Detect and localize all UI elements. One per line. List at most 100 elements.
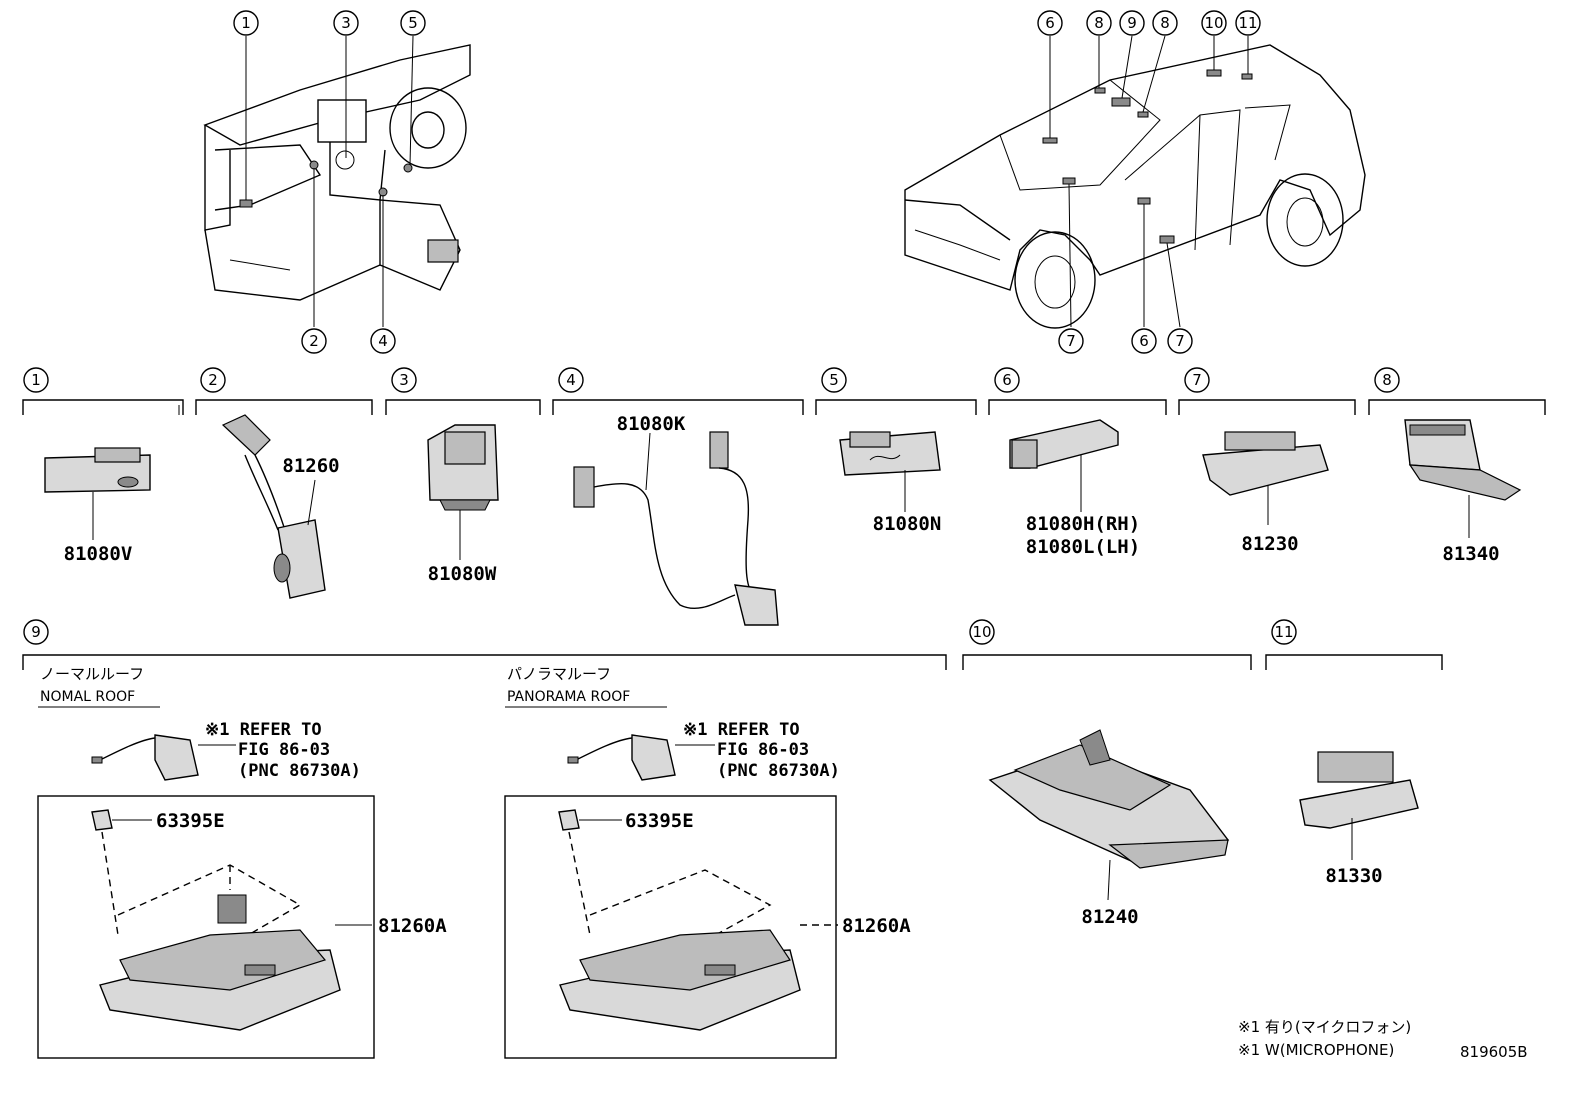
svg-text:3: 3 — [399, 371, 409, 389]
microphone-panorama-roof — [567, 734, 715, 781]
panorama-roof-label-jp: パノラマルーフ — [507, 665, 611, 683]
callout-10-top: 10 — [1201, 10, 1227, 36]
svg-text:9: 9 — [31, 623, 41, 641]
svg-text:6: 6 — [1139, 332, 1149, 350]
callout-9-top: 9 — [1119, 10, 1145, 36]
svg-text:7: 7 — [1192, 371, 1202, 389]
callout-11-top: 11 — [1235, 10, 1261, 36]
callout-8-top-b: 8 — [1152, 10, 1178, 36]
clip-63395e-normal — [91, 809, 152, 831]
section-6: 6 — [988, 367, 1167, 415]
panorama-roof-label-en: PANORAMA ROOF — [507, 689, 630, 705]
svg-text:6: 6 — [1002, 371, 1012, 389]
section-7: 7 — [1178, 367, 1356, 415]
part-81080h-81080l-lamp — [1009, 419, 1119, 512]
part-81260-lamp-assembly — [221, 414, 326, 599]
part-number-81230: 81230 — [1241, 533, 1298, 555]
part-number-81080h-rh: 81080H(RH) — [1026, 513, 1140, 535]
refer-note-panorama-line2: FIG 86-03 — [717, 740, 809, 760]
callout-6-top: 6 — [1037, 10, 1063, 36]
footnote-en: ※1 W(MICROPHONE) — [1238, 1041, 1394, 1059]
vehicle-leaders — [1049, 35, 1249, 328]
refer-note-normal-line2: FIG 86-03 — [238, 740, 330, 760]
svg-text:10: 10 — [972, 623, 991, 641]
normal-roof-label-en: NOMAL ROOF — [40, 689, 135, 705]
section-8: 8 — [1368, 367, 1546, 415]
svg-text:4: 4 — [378, 332, 388, 350]
part-81230-lamp — [1202, 431, 1329, 525]
section-4: 4 — [552, 367, 804, 415]
dashboard-leaders — [245, 35, 414, 327]
section-1: 1 — [22, 367, 184, 415]
part-number-81340: 81340 — [1442, 543, 1499, 565]
refer-note-panorama-line3: (PNC 86730A) — [717, 761, 840, 781]
section-3: 3 — [385, 367, 541, 415]
callout-5-top: 5 — [400, 10, 426, 36]
svg-text:8: 8 — [1094, 14, 1104, 32]
callout-3-top: 3 — [333, 10, 359, 36]
svg-text:11: 11 — [1238, 14, 1257, 32]
dashboard-overview-illustration — [203, 44, 471, 301]
svg-text:7: 7 — [1066, 332, 1076, 350]
part-number-63395e-panorama: 63395E — [625, 810, 694, 832]
callout-8-top-a: 8 — [1086, 10, 1112, 36]
footnote-jp: ※1 有り(マイクロフォン) — [1238, 1018, 1411, 1036]
part-81340-lamp — [1404, 419, 1522, 538]
svg-text:8: 8 — [1382, 371, 1392, 389]
svg-text:5: 5 — [829, 371, 839, 389]
svg-text:2: 2 — [309, 332, 319, 350]
svg-text:5: 5 — [408, 14, 418, 32]
svg-text:11: 11 — [1274, 623, 1293, 641]
part-81080n-connector — [839, 431, 941, 512]
part-number-81240: 81240 — [1081, 906, 1138, 928]
svg-text:3: 3 — [341, 14, 351, 32]
svg-text:4: 4 — [566, 371, 576, 389]
callout-2-top: 2 — [301, 328, 327, 354]
part-number-81080k: 81080K — [617, 413, 686, 435]
refer-note-normal-line3: (PNC 86730A) — [238, 761, 361, 781]
part-number-81260a-panorama: 81260A — [842, 915, 911, 937]
microphone-normal-roof — [91, 734, 236, 781]
part-81080v-connector — [44, 447, 151, 540]
svg-text:2: 2 — [208, 371, 218, 389]
normal-roof-label-jp: ノーマルルーフ — [40, 665, 144, 683]
refer-note-normal-line1: ※1 REFER TO — [205, 720, 322, 740]
svg-text:1: 1 — [31, 371, 41, 389]
panorama-roof-assembly-box — [504, 795, 837, 1059]
section-2: 2 — [195, 367, 373, 415]
svg-text:8: 8 — [1160, 14, 1170, 32]
part-number-81330: 81330 — [1325, 865, 1382, 887]
callout-1-top: 1 — [233, 10, 259, 36]
svg-text:7: 7 — [1175, 332, 1185, 350]
callout-7-bottom-a: 7 — [1058, 328, 1084, 354]
svg-text:10: 10 — [1204, 14, 1223, 32]
part-81240-console-lamp — [988, 729, 1230, 901]
svg-text:1: 1 — [241, 14, 251, 32]
part-81330-lamp — [1299, 751, 1419, 860]
section-11: 11 — [1265, 619, 1443, 670]
map-lamp-81260a-normal — [99, 831, 372, 1031]
section-5: 5 — [815, 367, 977, 415]
callout-7-bottom-b: 7 — [1167, 328, 1193, 354]
normal-roof-assembly-box — [37, 795, 375, 1059]
callout-6-bottom: 6 — [1131, 328, 1157, 354]
refer-note-panorama-line1: ※1 REFER TO — [683, 720, 800, 740]
svg-text:6: 6 — [1045, 14, 1055, 32]
part-number-81260a-normal: 81260A — [378, 915, 447, 937]
map-lamp-81260a-panorama — [559, 831, 838, 1031]
part-number-63395e-normal: 63395E — [156, 810, 225, 832]
part-number-81260: 81260 — [282, 455, 339, 477]
clip-63395e-panorama — [558, 809, 622, 831]
part-81080w-switch — [427, 424, 499, 560]
section-9: 9 — [22, 619, 947, 670]
part-number-81080w: 81080W — [428, 563, 497, 585]
vehicle-overview-illustration — [904, 44, 1366, 329]
section-10: 10 — [962, 619, 1252, 670]
drawing-id: 819605B — [1460, 1043, 1528, 1061]
callout-4-top: 4 — [370, 328, 396, 354]
part-number-81080v: 81080V — [64, 543, 133, 565]
part-81080k-wire-harness — [573, 431, 779, 626]
svg-text:9: 9 — [1127, 14, 1137, 32]
part-number-81080l-lh: 81080L(LH) — [1026, 536, 1140, 558]
